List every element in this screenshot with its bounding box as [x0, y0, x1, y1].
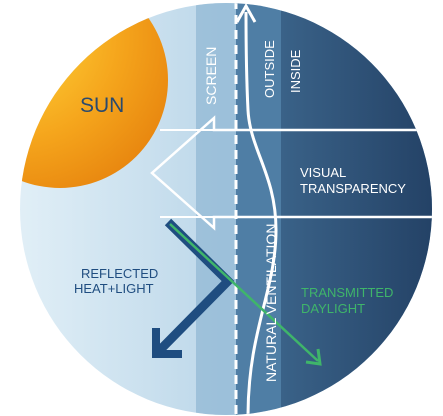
visual-transparency-label-1: VISUAL — [300, 165, 346, 180]
transmitted-arrow — [169, 223, 319, 362]
outside-label: OUTSIDE — [262, 40, 277, 98]
inside-area — [281, 3, 432, 415]
ventilation-wave — [244, 11, 278, 415]
natural-ventilation-label: NATURAL VENTILATION — [263, 224, 279, 382]
sun-label: SUN — [80, 94, 124, 117]
transmitted-arrowhead — [305, 348, 322, 366]
transmitted-label-1: TRANSMITTED — [301, 285, 393, 300]
ventilation-arrowhead — [235, 3, 257, 23]
screen-band — [196, 3, 236, 415]
transmitted-label-2: DAYLIGHT — [301, 301, 365, 316]
visual-transparency-label-2: TRANSPARENCY — [300, 181, 406, 196]
visual-transparency-arrow — [150, 115, 432, 231]
screen-label: SCREEN — [203, 47, 219, 105]
reflected-arrowhead — [152, 328, 182, 358]
reflected-label-2: HEAT+LIGHT — [74, 281, 154, 296]
reflected-label-1: REFLECTED — [81, 266, 158, 281]
inside-label: INSIDE — [288, 49, 303, 93]
